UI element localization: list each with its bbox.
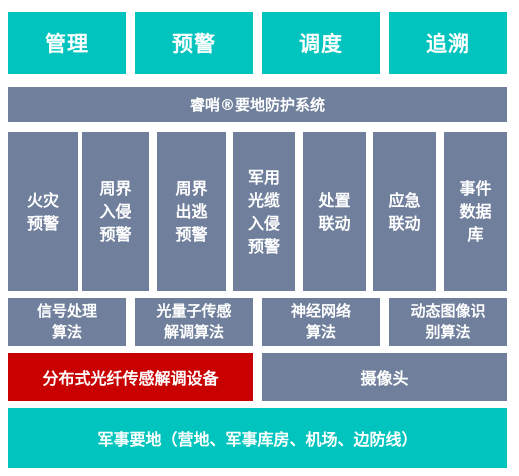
module-fire-warning: 火灾 预警 <box>8 132 78 291</box>
module-perimeter-intrusion: 周界 入侵 预警 <box>82 132 149 291</box>
module-emergency-linkage: 应急 联动 <box>373 132 436 291</box>
fiber-sensing-device: 分布式光纤传感解调设备 <box>8 353 253 401</box>
camera-device: 摄像头 <box>262 353 507 401</box>
algorithm-signal-processing: 信号处理 算法 <box>8 298 126 346</box>
algorithm-dynamic-image-recognition: 动态图像识 别算法 <box>389 298 507 346</box>
algorithm-neural-network: 神经网络 算法 <box>262 298 380 346</box>
algorithm-quantum-demodulation: 光量子传感 解调算法 <box>135 298 253 346</box>
system-title: 睿哨®要地防护系统 <box>8 87 507 122</box>
module-military-cable-intrusion: 军用 光缆 入侵 预警 <box>233 132 295 291</box>
module-perimeter-escape: 周界 出逃 预警 <box>157 132 226 291</box>
module-disposal-linkage: 处置 联动 <box>303 132 366 291</box>
tab-traceability[interactable]: 追溯 <box>389 12 507 74</box>
tab-dispatch[interactable]: 调度 <box>262 12 380 74</box>
tab-warning[interactable]: 预警 <box>135 12 253 74</box>
tab-management[interactable]: 管理 <box>8 12 126 74</box>
module-event-database: 事件 数据 库 <box>444 132 507 291</box>
military-base-layer: 军事要地（营地、军事库房、机场、边防线） <box>8 408 507 468</box>
